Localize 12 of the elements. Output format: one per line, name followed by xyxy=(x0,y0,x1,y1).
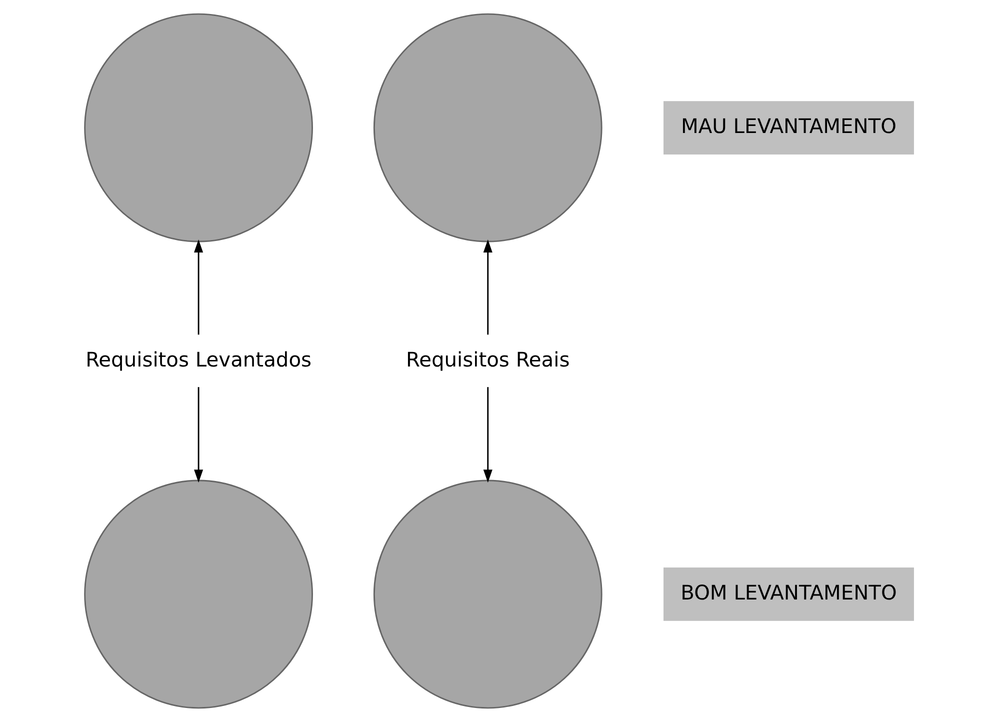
node-circle xyxy=(372,480,602,709)
node-circle xyxy=(84,13,312,242)
node-text: Requisitos Levantados xyxy=(85,347,312,372)
node-box: BOM LEVANTAMENTO xyxy=(663,568,914,621)
node-circle xyxy=(372,13,602,242)
arrow xyxy=(482,240,492,335)
arrow xyxy=(194,387,203,483)
arrow xyxy=(194,240,203,335)
node-circle xyxy=(84,480,312,709)
arrow xyxy=(482,387,492,483)
node-box: MAU LEVANTAMENTO xyxy=(663,101,914,154)
node-text: Requisitos Reais xyxy=(406,347,570,372)
